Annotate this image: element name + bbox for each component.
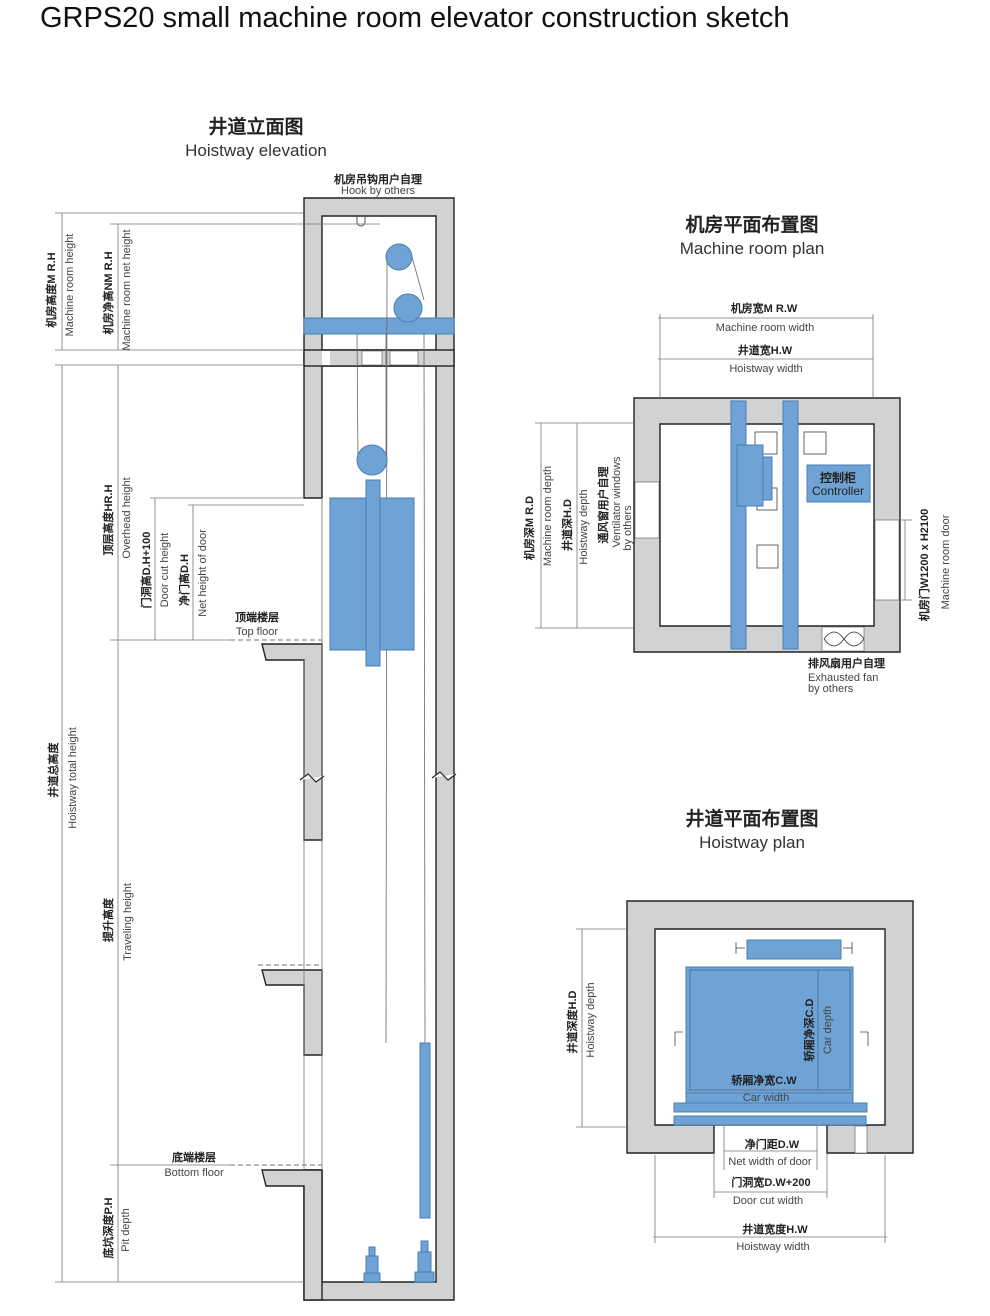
- page-title: GRPS20 small machine room elevator const…: [40, 2, 790, 34]
- traction-machine: [736, 444, 764, 507]
- vent-label-en2: by others: [622, 505, 634, 551]
- hook-icon: [356, 216, 366, 227]
- hw-label-cn: 井道宽H.W: [738, 343, 793, 357]
- hd-label-en: Hoistway depth: [578, 489, 590, 564]
- overhead-label-cn: 顶层高度HR.H: [101, 485, 115, 556]
- ventilator-window: [634, 481, 660, 539]
- bottom-floor-cn: 底端楼层: [172, 1150, 216, 1164]
- landing-sill: [673, 1115, 867, 1126]
- hook-label-cn: 机房吊钩用户自理: [334, 172, 422, 186]
- fan-icon: [823, 631, 865, 647]
- elevation-title-en: Hoistway elevation: [185, 141, 327, 160]
- bottom-floor-en: Bottom floor: [164, 1167, 224, 1179]
- door-cut-width-en: Door cut width: [733, 1195, 803, 1207]
- mrh-label-cn: 机房高度M R.H: [44, 252, 58, 327]
- bottom-floor-slab: [261, 1169, 323, 1301]
- machine-room-title-cn: 机房平面布置图: [685, 213, 818, 236]
- hook-label-en: Hook by others: [341, 185, 415, 197]
- machine-room-title-en: Machine room plan: [680, 239, 825, 258]
- car-depth-en: Car depth: [822, 1006, 834, 1054]
- motor: [762, 456, 773, 501]
- hd-label-cn: 井道深H.D: [560, 499, 574, 551]
- total-height-en: Hoistway total height: [67, 727, 79, 829]
- controller-label-en: Controller: [812, 484, 864, 498]
- travel-height-en: Traveling height: [122, 883, 134, 961]
- hoistway-elevation: 井道立面图 Hoistway elevation 机房吊钩用户自理 Hook b…: [44, 115, 457, 1301]
- hw-label-en: Hoistway width: [729, 363, 802, 375]
- car-sill: [673, 1102, 868, 1113]
- car: [685, 966, 854, 1094]
- pit-depth-en: Pit depth: [120, 1208, 132, 1251]
- fan-label-cn: 排风扇用户自理: [808, 656, 885, 670]
- door-height-cn: 净门高D.H: [177, 554, 191, 606]
- door-cut-width-cn: 门洞宽D.W+200: [731, 1175, 810, 1189]
- elevation-title-cn: 井道立面图: [208, 115, 303, 138]
- door-width-en: Net width of door: [728, 1156, 811, 1168]
- vent-label-cn: 通风窗用户自理: [596, 467, 610, 544]
- diverter-sheave: [393, 293, 423, 323]
- machine-room-walls: [633, 397, 901, 653]
- mrw-label-cn: 机房宽M R.W: [731, 301, 798, 315]
- machine-beam: [303, 317, 455, 335]
- total-height-cn: 井道总高度: [46, 742, 60, 798]
- mrd-label-en: Machine room depth: [542, 466, 554, 566]
- door-width-cn: 净门距D.W: [745, 1137, 800, 1151]
- machine-room-plan: 机房平面布置图 Machine room plan 控制柜 Controller…: [522, 213, 952, 695]
- car-rail: [365, 479, 381, 667]
- middle-floor-slab: [261, 969, 323, 1056]
- mrw-label-en: Machine room width: [716, 322, 814, 334]
- top-floor-slab: [261, 643, 323, 841]
- traction-sheave: [385, 243, 413, 271]
- rail-left: [730, 400, 747, 650]
- hd-label-en: Hoistway depth: [585, 982, 597, 1057]
- nmrh-label-en: Machine room net height: [121, 229, 133, 350]
- door-label-en: Machine room door: [940, 514, 952, 609]
- hoistway-plan-title-en: Hoistway plan: [699, 833, 805, 852]
- door-height-en: Net height of door: [197, 529, 209, 617]
- hoistway-width-cn: 井道宽度H.W: [742, 1222, 808, 1236]
- controller-label-cn: 控制柜: [820, 470, 856, 485]
- door-label-cn: 机房门W1200 x H2100: [917, 509, 931, 622]
- pit-depth-cn: 底坑深度P.H: [101, 1197, 115, 1258]
- car-depth-cn: 轿厢净深C.D: [802, 998, 816, 1061]
- mrd-label-cn: 机房深M R.D: [522, 496, 536, 560]
- car-width-en: Car width: [743, 1092, 789, 1104]
- door-cut-height-cn: 门洞高D.H+100: [139, 532, 153, 609]
- travel-height-cn: 提升高度: [101, 897, 115, 942]
- machine-room-door[interactable]: [874, 519, 900, 601]
- car-sheave: [356, 444, 388, 476]
- controller-cabinet: [806, 464, 871, 503]
- hd-label-cn: 井道深度H.D: [565, 990, 579, 1053]
- rail-mark-icon: [674, 942, 869, 1046]
- exhaust-fan: [821, 626, 865, 652]
- vent-label-en1: Ventilator windows: [611, 456, 623, 548]
- top-floor-en: Top floor: [236, 626, 279, 638]
- overhead-label-en: Overhead height: [121, 477, 133, 558]
- counterweight: [746, 939, 842, 960]
- top-floor-cn: 顶端楼层: [235, 610, 279, 624]
- break-mark-icon: [431, 771, 457, 781]
- break-mark-icon: [299, 773, 325, 783]
- hoistway-width-en: Hoistway width: [736, 1241, 809, 1253]
- hoistway-plan-title-cn: 井道平面布置图: [685, 807, 818, 830]
- fan-label-en1: Exhausted fan: [808, 672, 878, 684]
- mrh-label-en: Machine room height: [64, 234, 76, 337]
- door-cut-height-en: Door cut height: [159, 533, 171, 608]
- car-buffer: [363, 1246, 381, 1283]
- nmrh-label-cn: 机房净高NM R.H: [101, 251, 115, 334]
- hoistway-plan: 井道平面布置图 Hoistway plan 井道深度H.D Hoistway d…: [565, 807, 914, 1253]
- car-width-cn: 轿厢净宽C.W: [731, 1073, 797, 1087]
- rail-right: [782, 400, 799, 650]
- counterweight-buffer: [414, 1240, 435, 1283]
- fan-label-en2: by others: [808, 683, 854, 695]
- counterweight: [419, 1042, 431, 1219]
